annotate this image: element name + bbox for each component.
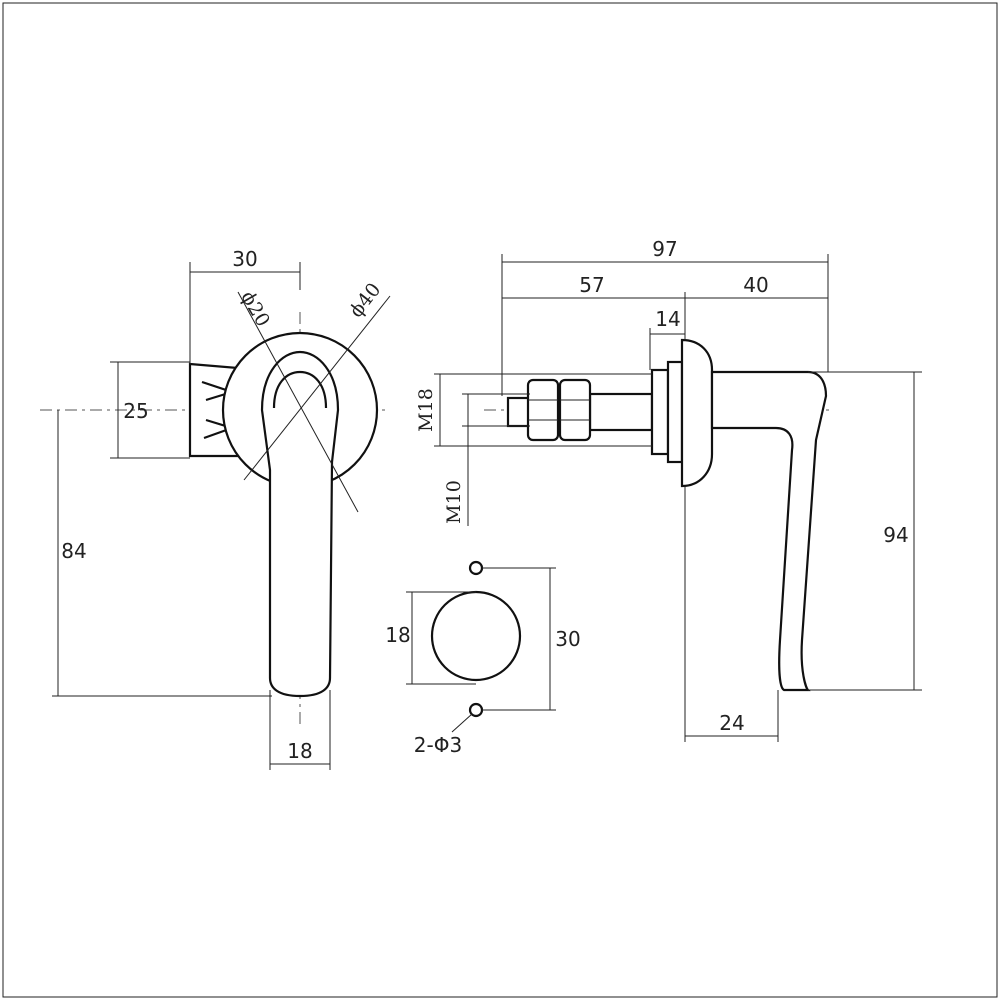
mounting-hole-18 — [430, 590, 522, 682]
outer-diameter-leader — [243, 295, 391, 481]
lever-inner-curve — [272, 370, 328, 409]
mounting-hole-pattern: 18 30 2-Φ3 — [385, 560, 581, 757]
side-view: 97 57 40 14 M18 M10 94 24 — [415, 237, 922, 742]
flange-ring — [666, 360, 684, 464]
spindle-tip — [506, 396, 532, 428]
dim-handle-plate-width: 30 — [232, 247, 257, 271]
inner-diameter-leader — [237, 291, 359, 513]
dim-rose-height: 25 — [123, 399, 148, 423]
handle-lever-side — [710, 370, 828, 692]
dim-inner-diameter: ϕ20 — [236, 287, 274, 330]
lever-body — [260, 350, 340, 698]
threaded-shaft — [588, 392, 654, 432]
dim-grip-offset: 24 — [719, 711, 744, 735]
dim-thread-outer: M18 — [415, 388, 437, 432]
washer — [650, 368, 670, 456]
dim-spindle-length: 57 — [579, 273, 604, 297]
dim-hole-spacing: 30 — [555, 627, 580, 651]
dim-handle-height: 94 — [883, 523, 908, 547]
dim-thread-inner: M10 — [443, 480, 465, 524]
dim-outer-diameter: ϕ40 — [345, 279, 385, 322]
dim-screw-holes: 2-Φ3 — [414, 733, 462, 757]
screw-hole-leader — [451, 713, 473, 733]
nut-2 — [558, 378, 592, 442]
dim-hole-diameter: 18 — [385, 623, 410, 647]
dim-lever-length: 84 — [61, 539, 86, 563]
dim-flange: 14 — [655, 307, 680, 331]
dim-total-length: 97 — [652, 237, 677, 261]
nut-1 — [526, 378, 560, 442]
dim-handle-depth: 40 — [743, 273, 768, 297]
screw-hole-top — [468, 560, 484, 576]
rose-side-profile — [680, 338, 714, 488]
front-view: 30 ϕ20 ϕ40 25 84 18 — [40, 247, 391, 770]
dim-lever-width: 18 — [287, 739, 312, 763]
